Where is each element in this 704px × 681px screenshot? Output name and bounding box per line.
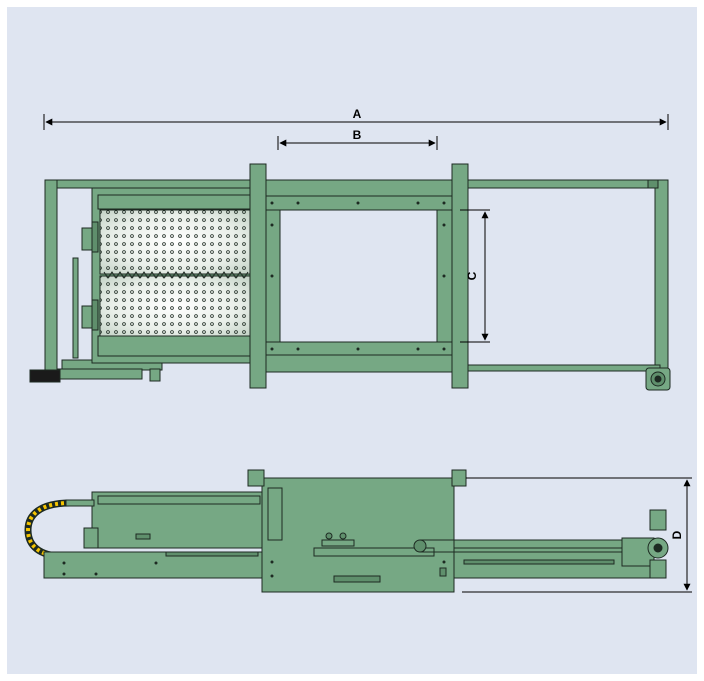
cable-chain bbox=[24, 499, 71, 560]
dimension-label-d: D bbox=[670, 530, 684, 539]
drive-shaft-assembly bbox=[321, 532, 355, 547]
motor-side bbox=[621, 509, 669, 579]
dimension-a bbox=[43, 114, 669, 130]
dimension-label-c: C bbox=[465, 271, 479, 280]
dimension-label-b: B bbox=[353, 128, 362, 142]
pulley bbox=[413, 539, 630, 553]
side-view bbox=[24, 469, 692, 593]
dimension-b bbox=[277, 136, 438, 150]
top-view bbox=[29, 114, 671, 391]
dimension-d bbox=[462, 477, 692, 593]
dimension-label-a: A bbox=[353, 107, 362, 121]
motor-top bbox=[645, 367, 671, 391]
dimension-c bbox=[460, 209, 490, 343]
